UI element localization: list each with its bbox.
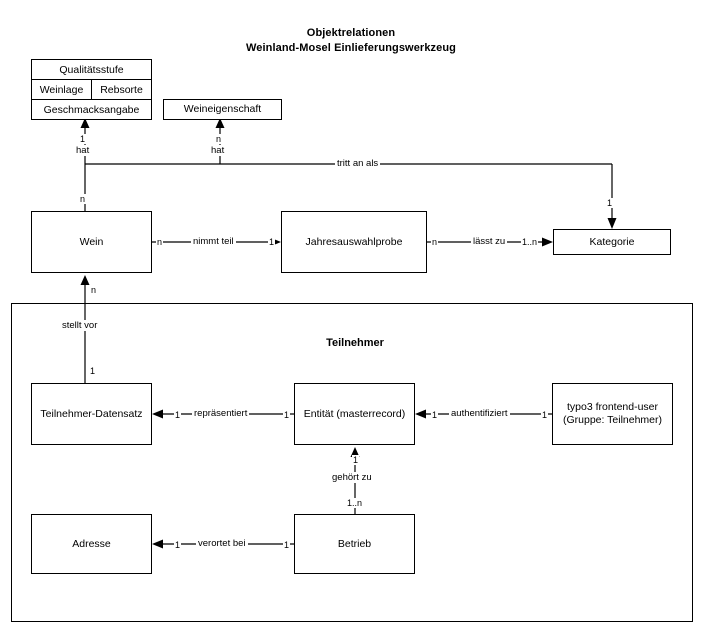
cardinality-tritt-an-als-right: 1 — [606, 198, 614, 208]
stack-row-geschmacksangabe[interactable]: Geschmacksangabe — [32, 100, 151, 119]
page-title-line1: Objektrelationen — [306, 27, 396, 39]
entity-label-teilnehmer-datensatz: Teilnehmer-Datensatz — [40, 407, 143, 420]
entity-wein[interactable]: Wein — [31, 211, 152, 273]
entity-betrieb[interactable]: Betrieb — [294, 514, 415, 574]
cardinality-repraesentiert-left: 1 — [174, 410, 182, 420]
relation-label-laesst-zu: lässt zu — [471, 236, 508, 247]
entity-entitaet-masterrecord[interactable]: Entität (masterrecord) — [294, 383, 415, 445]
relation-label-repraesentiert: repräsentiert — [192, 408, 250, 419]
cardinality-wein-probe-dst: 1 — [268, 237, 276, 247]
entity-label-wein: Wein — [79, 235, 104, 248]
relation-label-hat-right: hat — [209, 145, 227, 156]
stack-cell-weinlage[interactable]: Weinlage — [32, 80, 92, 99]
entity-wein-attributes[interactable]: Qualitätsstufe Weinlage Rebsorte Geschma… — [31, 59, 152, 120]
entity-label-rebsorte: Rebsorte — [100, 83, 143, 96]
relation-label-authentifiziert: authentifiziert — [449, 408, 510, 419]
entity-jahresauswahlprobe[interactable]: Jahresauswahlprobe — [281, 211, 427, 273]
entity-label-entitaet-masterrecord: Entität (masterrecord) — [303, 407, 406, 420]
cardinality-wein-probe-src: n — [156, 237, 164, 247]
entity-label-betrieb: Betrieb — [337, 537, 372, 550]
relation-label-verortet-bei: verortet bei — [196, 538, 248, 549]
relation-label-hat-left: hat — [74, 145, 92, 156]
cardinality-auth-left: 1 — [431, 410, 439, 420]
entity-label-qualitaetsstufe: Qualitätsstufe — [59, 63, 124, 76]
entity-label-weineigenschaft: Weineigenschaft — [183, 103, 262, 115]
cardinality-stellt-vor-top: n — [90, 285, 98, 295]
stack-row-qualitaetsstufe[interactable]: Qualitätsstufe — [32, 60, 151, 80]
cardinality-gehoert-zu-bottom: 1..n — [346, 498, 364, 508]
cardinality-stellt-vor-bottom: 1 — [89, 366, 97, 376]
cardinality-repraesentiert-right: 1 — [283, 410, 291, 420]
entity-adresse[interactable]: Adresse — [31, 514, 152, 574]
group-teilnehmer — [11, 303, 693, 622]
relation-label-nimmt-teil: nimmt teil — [191, 236, 236, 247]
entity-label-typo3-line2: (Gruppe: Teilnehmer) — [562, 414, 663, 426]
relation-label-gehoert-zu: gehört zu — [330, 472, 374, 483]
cardinality-hat-right-top: n — [215, 134, 223, 144]
stack-cell-rebsorte[interactable]: Rebsorte — [92, 80, 151, 99]
entity-label-adresse: Adresse — [72, 537, 111, 550]
cardinality-probe-kat-dst: 1..n — [521, 237, 539, 247]
cardinality-auth-right: 1 — [541, 410, 549, 420]
cardinality-probe-kat-src: n — [431, 237, 439, 247]
cardinality-hat-left-bottom: n — [79, 194, 87, 204]
cardinality-verortet-left: 1 — [174, 540, 182, 550]
cardinality-gehoert-zu-top: 1 — [352, 455, 360, 465]
entity-label-typo3-line1: typo3 frontend-user — [566, 401, 659, 413]
entity-label-kategorie: Kategorie — [589, 235, 635, 248]
entity-label-weinlage: Weinlage — [39, 83, 84, 96]
entity-label-geschmacksangabe: Geschmacksangabe — [43, 103, 140, 116]
page-title-line2: Weinland-Mosel Einlieferungswerkzeug — [246, 42, 456, 54]
entity-teilnehmer-datensatz[interactable]: Teilnehmer-Datensatz — [31, 383, 152, 445]
cardinality-hat-left-top: 1 — [79, 134, 87, 144]
stack-row-weinlage-rebsorte[interactable]: Weinlage Rebsorte — [32, 80, 151, 100]
entity-typo3-frontend-user[interactable]: typo3 frontend-user (Gruppe: Teilnehmer) — [552, 383, 673, 445]
group-teilnehmer-title: Teilnehmer — [326, 337, 384, 349]
relation-label-tritt-an-als: tritt an als — [335, 158, 381, 169]
cardinality-verortet-right: 1 — [283, 540, 291, 550]
entity-kategorie[interactable]: Kategorie — [553, 229, 671, 255]
entity-weineigenschaft[interactable]: Weineigenschaft — [163, 99, 282, 120]
relation-label-stellt-vor: stellt vor — [60, 320, 100, 331]
entity-label-jahresauswahlprobe: Jahresauswahlprobe — [305, 235, 403, 248]
